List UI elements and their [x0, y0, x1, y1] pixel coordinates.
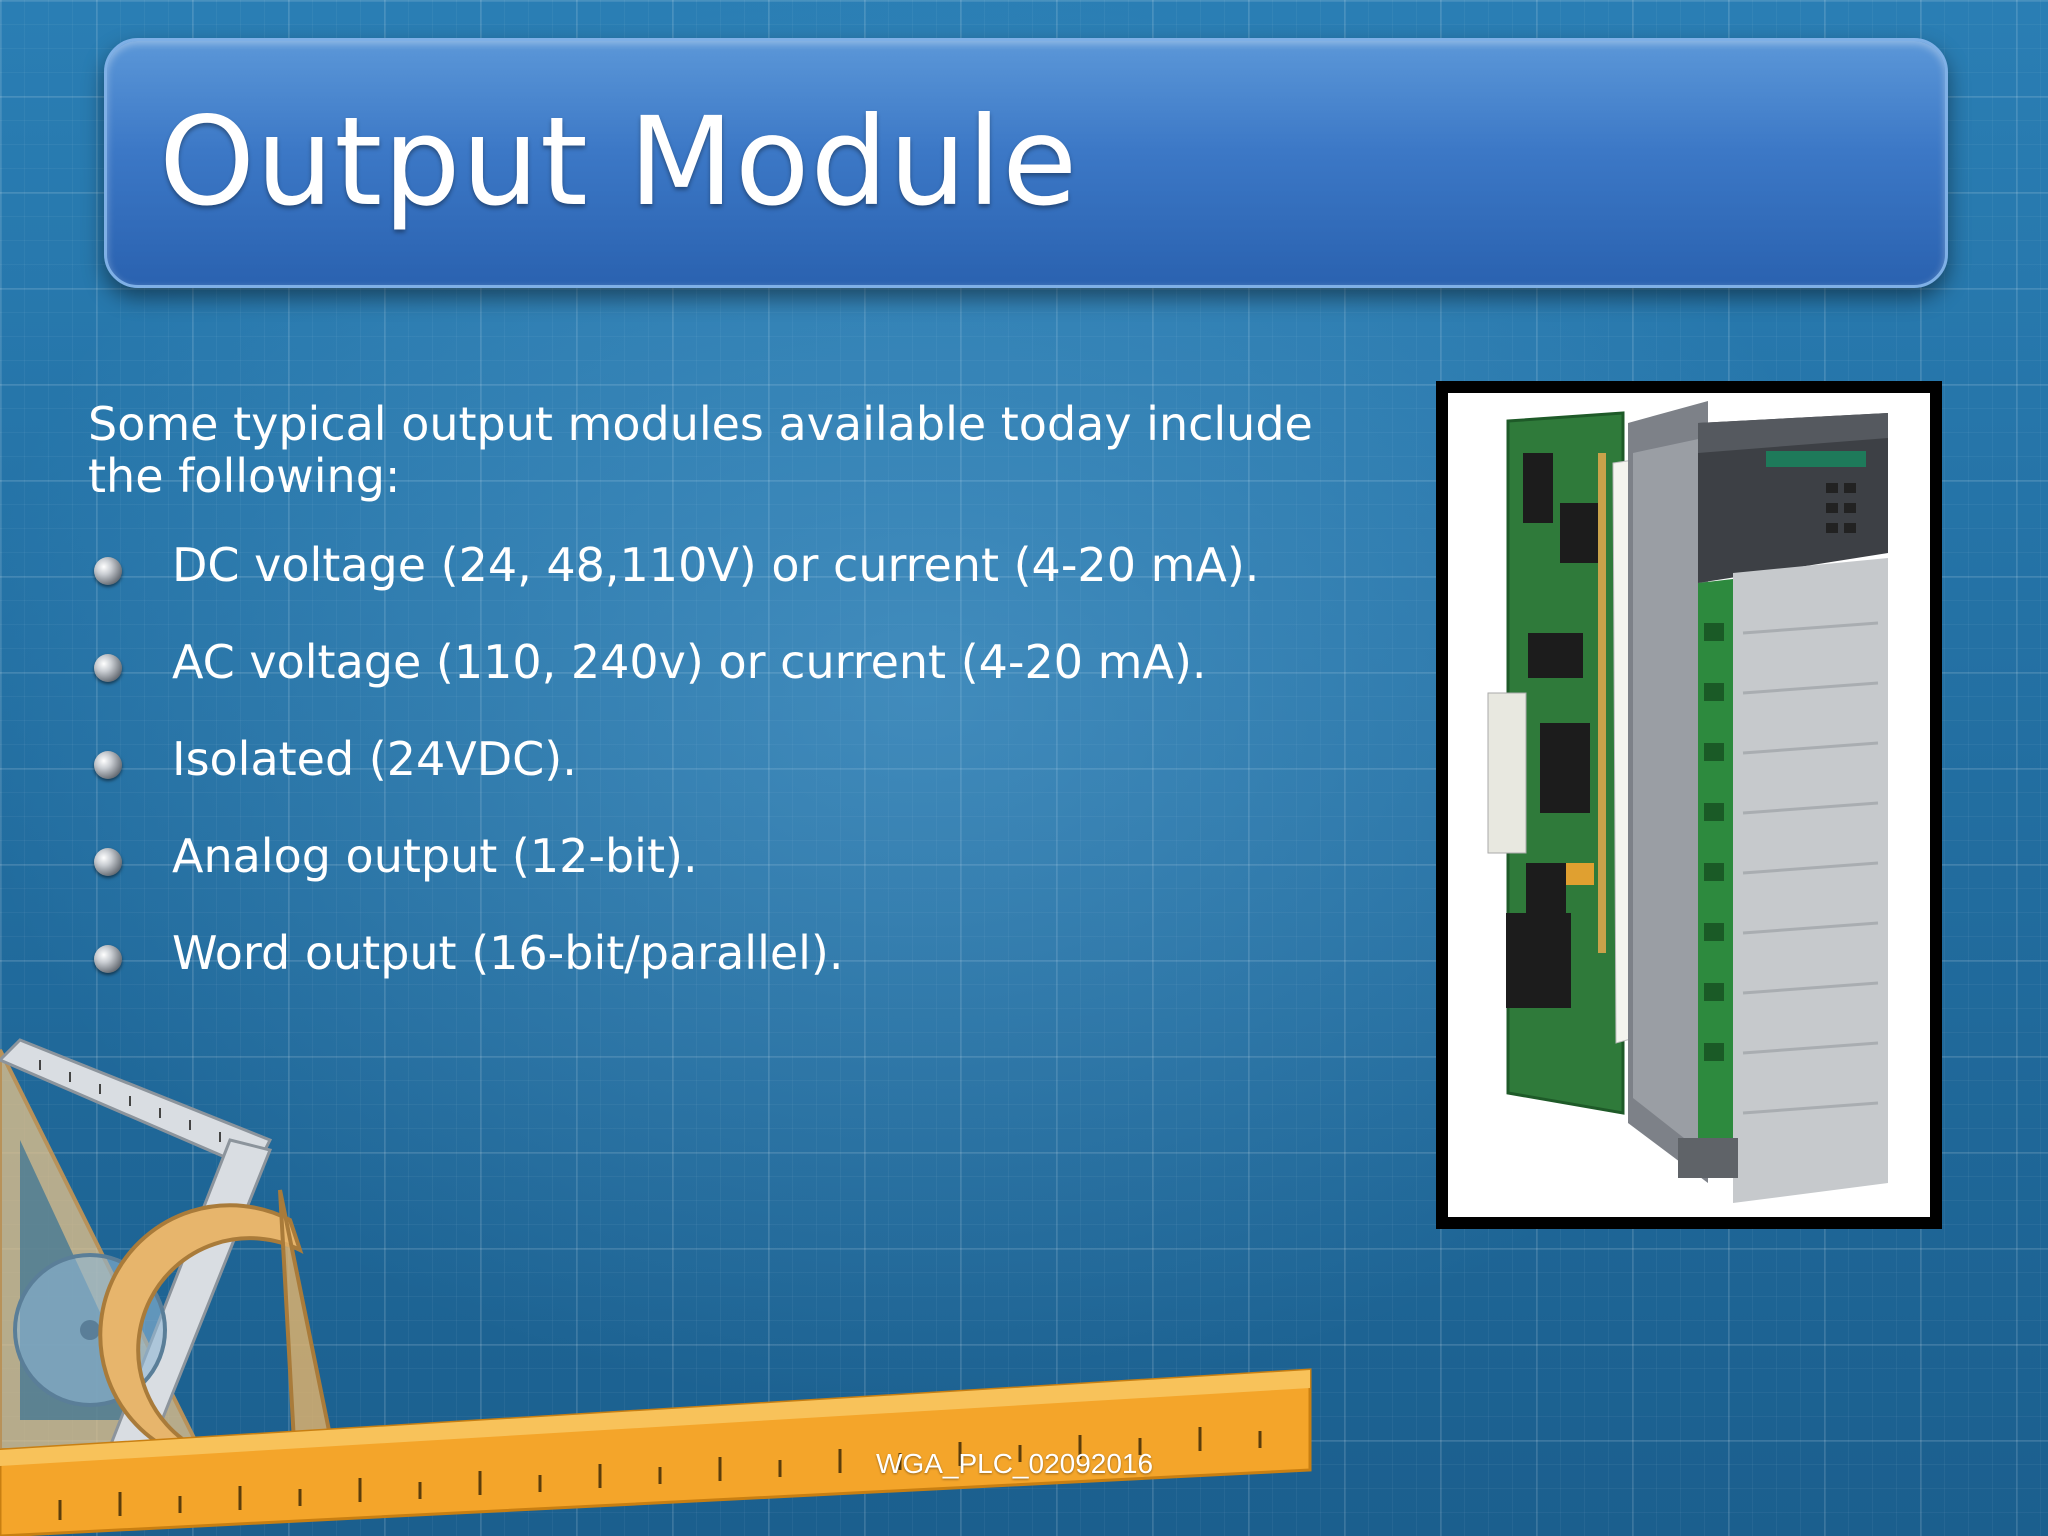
bullet-icon	[94, 557, 122, 585]
bullet-icon	[94, 945, 122, 973]
bullet-text: AC voltage (110, 240v) or current (4-20 …	[172, 635, 1207, 689]
bullet-text: Word output (16-bit/parallel).	[172, 926, 844, 980]
list-item: Analog output (12-bit).	[94, 826, 1394, 923]
bullet-icon	[94, 751, 122, 779]
module-photo-frame	[1436, 381, 1942, 1229]
intro-text: Some typical output modules available to…	[88, 397, 1313, 503]
list-item: Word output (16-bit/parallel).	[94, 923, 1394, 1020]
list-item: AC voltage (110, 240v) or current (4-20 …	[94, 632, 1394, 729]
footer-text: WGA_PLC_02092016	[876, 1448, 1154, 1479]
slide-title: Output Module	[159, 91, 1079, 233]
title-bar: Output Module	[104, 38, 1948, 288]
list-item: Isolated (24VDC).	[94, 729, 1394, 826]
drafting-tools-decoration	[0, 1038, 1312, 1536]
bullet-icon	[94, 654, 122, 682]
list-item: DC voltage (24, 48,110V) or current (4-2…	[94, 535, 1394, 632]
bullet-list: DC voltage (24, 48,110V) or current (4-2…	[94, 535, 1394, 1020]
plc-module-illustration	[1487, 401, 1888, 1203]
bullet-text: Analog output (12-bit).	[172, 829, 698, 883]
bullet-text: DC voltage (24, 48,110V) or current (4-2…	[172, 538, 1260, 592]
output-module-photo	[1446, 391, 1932, 1219]
bullet-text: Isolated (24VDC).	[172, 732, 577, 786]
bullet-icon	[94, 848, 122, 876]
